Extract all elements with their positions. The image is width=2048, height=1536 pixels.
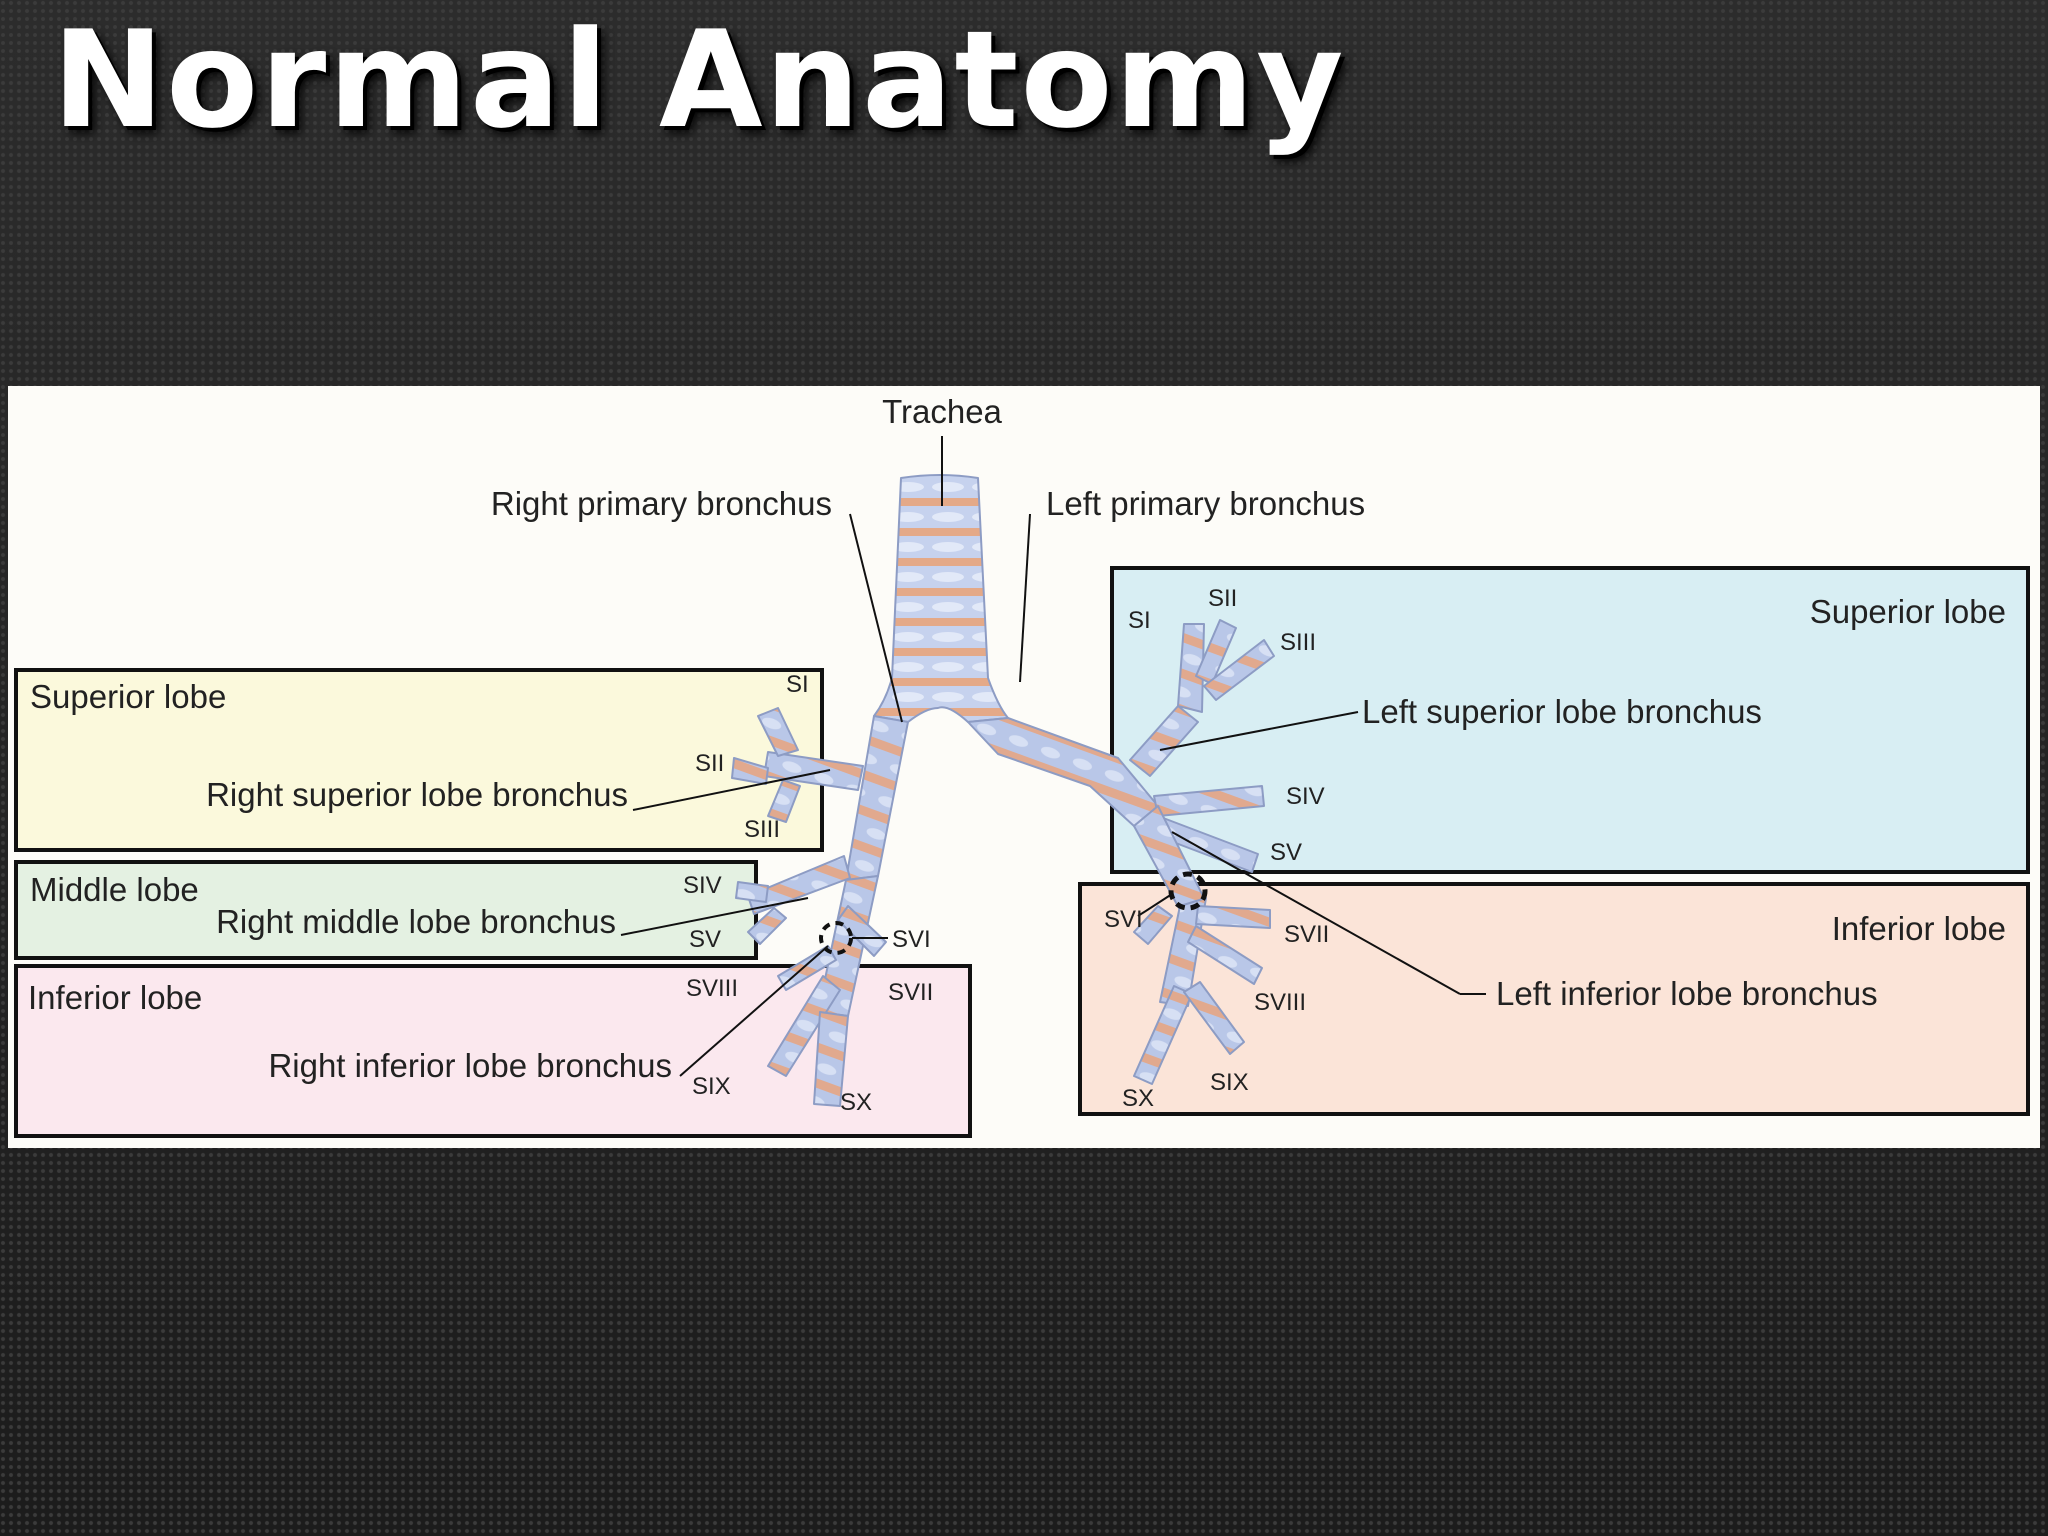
left-segment-si-label: SI	[1128, 607, 1151, 634]
right-segment-svii-label: SVII	[888, 979, 933, 1006]
right-segment-siv-label: SIV	[683, 872, 722, 899]
left-superior-lobe-region	[1110, 566, 2030, 874]
right-middle-lobe-label: Middle lobe	[30, 871, 199, 908]
left-segment-six-label: SIX	[1210, 1069, 1249, 1096]
right-segment-sv-label: SV	[689, 926, 721, 953]
left-segment-svii-label: SVII	[1284, 921, 1329, 948]
left-inferior-lobe-bronchus-label: Left inferior lobe bronchus	[1496, 975, 1878, 1012]
right-middle-lobe-bronchus-label: Right middle lobe bronchus	[216, 903, 616, 940]
right-segment-svi-label: SVI	[892, 926, 931, 953]
left-primary-bronchus-label: Left primary bronchus	[1046, 485, 1365, 522]
right-segment-six-label: SIX	[692, 1073, 731, 1100]
left-segment-svi-label: SVI	[1104, 906, 1143, 933]
leader-lines	[620, 436, 1486, 1077]
left-segment-sviii-label: SVIII	[1254, 989, 1306, 1016]
left-segment-siv-label: SIV	[1286, 783, 1325, 810]
left-superior-lobe-label: Superior lobe	[1810, 593, 2006, 630]
right-superior-lobe-label: Superior lobe	[30, 678, 226, 715]
left-segment-sii-label: SII	[1208, 585, 1237, 612]
left-segment-sv-label: SV	[1270, 839, 1302, 866]
slide-title: Normal Anatomy	[52, 2, 1346, 158]
right-segment-sviii-label: SVIII	[686, 975, 738, 1002]
right-segment-sii-label: SII	[695, 750, 724, 777]
trachea-label: Trachea	[882, 393, 1002, 430]
right-middle-lobe-region	[14, 860, 758, 960]
right-svi-marker	[819, 921, 853, 955]
right-inferior-lobe-label: Inferior lobe	[28, 979, 202, 1016]
left-svi-marker	[1168, 871, 1208, 911]
right-primary-bronchus-label: Right primary bronchus	[491, 485, 832, 522]
bronchial-tree-figure: Trachea Right primary bronchus Left prim…	[8, 386, 2040, 1148]
right-inferior-lobe-bronchus-label: Right inferior lobe bronchus	[268, 1047, 672, 1084]
right-superior-lobe-region	[14, 668, 824, 852]
left-superior-lobe-bronchus-label: Left superior lobe bronchus	[1362, 693, 1762, 730]
right-superior-lobe-bronchus-label: Right superior lobe bronchus	[206, 776, 628, 813]
left-segment-sx-label: SX	[1122, 1085, 1154, 1112]
right-segment-siii-label: SIII	[744, 816, 780, 843]
right-segment-si-label: SI	[786, 671, 809, 698]
bronchial-tree-diagram: Trachea Right primary bronchus Left prim…	[14, 393, 2030, 1138]
right-segment-sx-label: SX	[840, 1089, 872, 1116]
left-inferior-lobe-label: Inferior lobe	[1832, 910, 2006, 947]
left-segment-siii-label: SIII	[1280, 629, 1316, 656]
airway-tree	[731, 474, 1275, 1107]
